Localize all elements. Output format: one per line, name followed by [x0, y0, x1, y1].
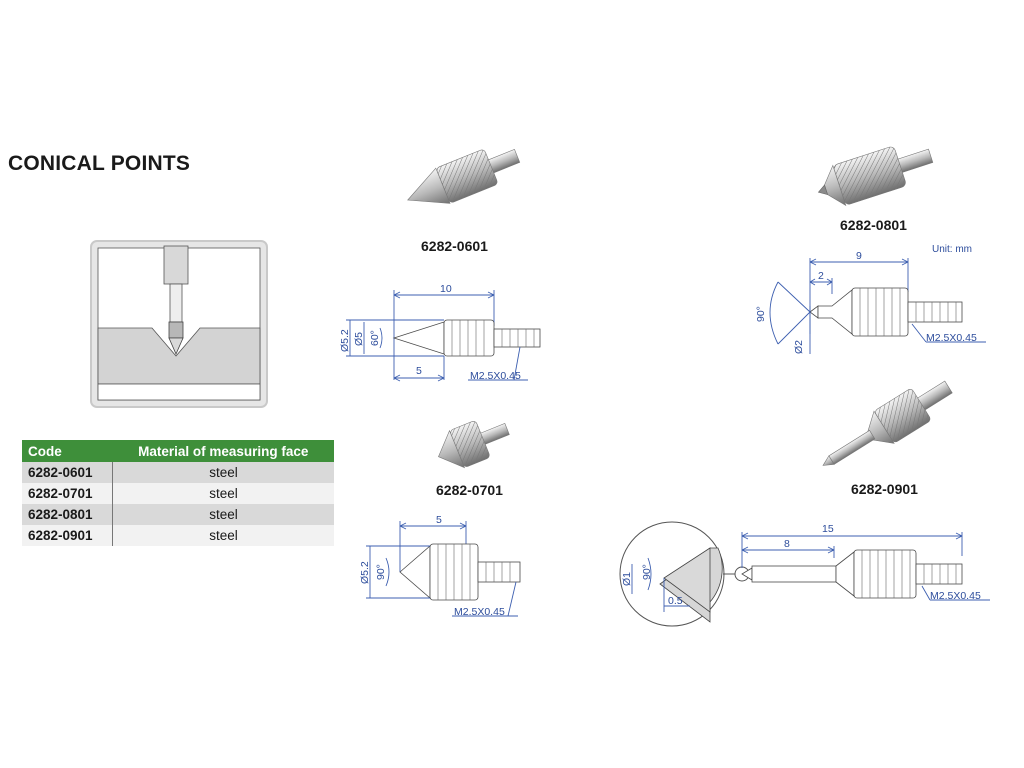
product-label-0601: 6282-0601 [421, 238, 488, 254]
dim-diameter-outer: Ø5.2 [339, 329, 351, 352]
dim-tip-length: 0.5 [668, 595, 683, 607]
dim-thread: M2.5X0.45 [930, 590, 981, 602]
header-code: Code [22, 440, 113, 462]
dim-angle: 90° [755, 306, 767, 322]
product-label-0701: 6282-0701 [436, 482, 503, 498]
product-label-0901: 6282-0901 [851, 481, 918, 497]
usage-illustration [90, 240, 268, 408]
unit-note: Unit: mm [932, 244, 972, 255]
dim-length: 10 [440, 283, 452, 295]
dimension-drawing-0901: Ø1 90° 0.5 15 8 M2.5X0.45 [619, 521, 990, 627]
material-cell: steel [112, 504, 334, 525]
table-row: 6282-0601 steel [22, 462, 334, 483]
dim-tip-length: 5 [416, 365, 422, 377]
product-image-0901 [822, 380, 953, 466]
table-row: 6282-0701 steel [22, 483, 334, 504]
dim-diameter: Ø5.2 [359, 561, 371, 584]
dim-diameter: Ø2 [793, 340, 805, 354]
code-cell: 6282-0701 [22, 483, 113, 504]
dim-angle: 90° [641, 564, 653, 580]
dim-diameter: Ø1 [621, 572, 633, 586]
product-image-0601 [407, 148, 521, 204]
dim-length: 15 [822, 523, 834, 535]
dim-angle: 90° [375, 564, 387, 580]
spec-table: Code Material of measuring face 6282-060… [22, 440, 334, 546]
code-cell: 6282-0601 [22, 462, 113, 483]
dim-length: 9 [856, 250, 862, 262]
code-cell: 6282-0801 [22, 504, 113, 525]
table-row: 6282-0801 steel [22, 504, 334, 525]
product-image-0801 [817, 146, 934, 207]
dimension-drawing-0601: 10 Ø5.2 Ø5 60° 5 M2.5X0.45 [339, 283, 541, 382]
dim-angle: 60° [369, 330, 381, 346]
product-image-0701 [438, 421, 510, 469]
material-cell: steel [112, 483, 334, 504]
page-title: CONICAL POINTS [8, 152, 191, 175]
code-cell: 6282-0901 [22, 525, 113, 546]
product-label-0801: 6282-0801 [840, 217, 907, 233]
table-row: 6282-0901 steel [22, 525, 334, 546]
dim-tip-length: 2 [818, 270, 824, 282]
dim-thread: M2.5X0.45 [470, 370, 521, 382]
material-cell: steel [112, 462, 334, 483]
material-cell: steel [112, 525, 334, 546]
header-material: Material of measuring face [112, 440, 334, 462]
dimension-drawing-0801: 9 2 90° Ø2 M2.5X0.45 [755, 250, 986, 354]
dimension-drawing-0701: 5 Ø5.2 90° M2.5X0.45 [359, 514, 521, 618]
dim-length: 5 [436, 514, 442, 526]
dim-shaft-length: 8 [784, 538, 790, 550]
dim-thread: M2.5X0.45 [454, 606, 505, 618]
dim-thread: M2.5X0.45 [926, 332, 977, 344]
dim-diameter-inner: Ø5 [353, 332, 365, 346]
